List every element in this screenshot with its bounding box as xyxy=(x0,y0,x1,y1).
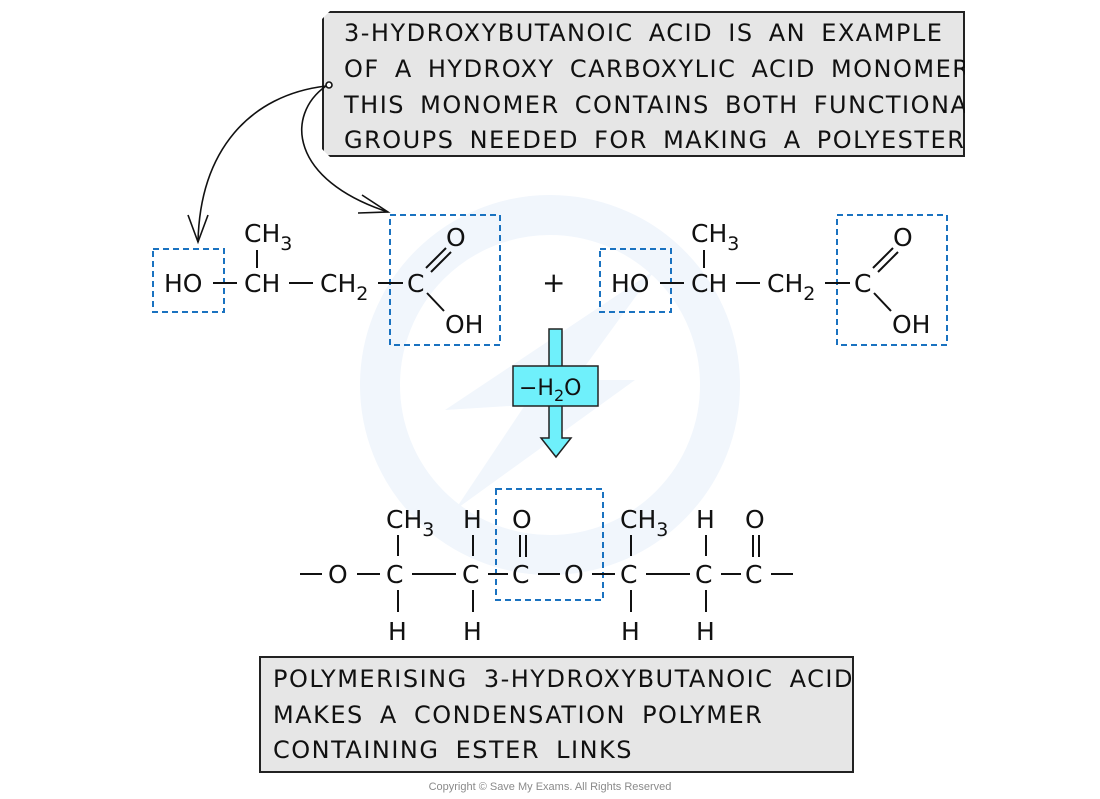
hydrogen: H xyxy=(696,505,715,534)
polymer-carbon: C xyxy=(386,560,403,589)
plus-sign: + xyxy=(542,266,565,299)
carbonyl-oxygen: O xyxy=(446,223,466,252)
hydroxyl-highlight-box xyxy=(152,248,225,313)
hydroxyl-highlight-box xyxy=(599,248,672,313)
water-loss-label-box xyxy=(512,365,599,407)
ester-link-highlight-box xyxy=(495,488,604,601)
ch3-group: CH3 xyxy=(691,219,739,255)
polymer-oxygen: O xyxy=(328,560,348,589)
ch2-group: CH2 xyxy=(767,269,815,305)
carboxyl-carbon: C xyxy=(854,269,871,298)
arrow-down-icon xyxy=(539,404,573,459)
methyl-group: CH3 xyxy=(386,505,434,541)
copyright-text: Copyright © Save My Exams. All Rights Re… xyxy=(428,781,672,793)
monomer-left: HO CH CH3 CH2 C O OH xyxy=(152,214,501,346)
callout-line-4: GROUPS NEEDED FOR MAKING A POLYESTER xyxy=(344,126,966,154)
callout-arrows xyxy=(187,81,391,245)
arrow-to-hydroxyl xyxy=(197,85,327,243)
polymer-chain: O C CH3 H C H H C O O C CH3 H C H H xyxy=(300,488,793,646)
callout-box: 3-HYDROXYBUTANOIC ACID IS AN EXAMPLE OF … xyxy=(322,11,965,157)
callout-line-1: 3-HYDROXYBUTANOIC ACID IS AN EXAMPLE xyxy=(344,19,944,47)
ester-carbon: C xyxy=(512,560,529,589)
ch2-group: CH2 xyxy=(320,269,368,305)
hydroxyl-group: HO xyxy=(611,269,649,298)
carbonyl-oxygen: O xyxy=(893,223,913,252)
ch-group: CH xyxy=(691,269,727,298)
polymer-carbon: C xyxy=(462,560,479,589)
hydrogen: H xyxy=(621,617,640,646)
hydroxyl-group: HO xyxy=(164,269,202,298)
callout-line-3: THIS MONOMER CONTAINS BOTH FUNCTIONAL xyxy=(344,91,984,119)
callout-line-2: OF A HYDROXY CARBOXYLIC ACID MONOMER. xyxy=(344,55,979,83)
acid-oh: OH xyxy=(892,310,930,339)
polymer-carbonyl-oxygen: O xyxy=(745,505,765,534)
ester-oxygen: O xyxy=(564,560,584,589)
callout-anchor-dot xyxy=(325,81,333,89)
carboxyl-highlight-box xyxy=(389,214,501,346)
arrow-to-carboxyl xyxy=(301,85,389,213)
summary-note-box: POLYMERISING 3-HYDROXYBUTANOIC ACID MAKE… xyxy=(259,656,854,773)
hydrogen: H xyxy=(463,505,482,534)
monomer-right: HO CH CH3 CH2 C O OH xyxy=(599,214,948,346)
note-line-3: CONTAINING ESTER LINKS xyxy=(273,736,634,764)
hydrogen: H xyxy=(696,617,715,646)
polymer-carbonyl-carbon: C xyxy=(745,560,762,589)
methyl-group: CH3 xyxy=(620,505,668,541)
water-loss-label: −H2O xyxy=(519,376,582,405)
carboxyl-highlight-box xyxy=(836,214,948,346)
ch3-group: CH3 xyxy=(244,219,292,255)
note-line-2: MAKES A CONDENSATION POLYMER xyxy=(273,701,764,729)
reaction-arrow: −H2O xyxy=(512,328,599,459)
acid-oh: OH xyxy=(445,310,483,339)
note-line-1: POLYMERISING 3-HYDROXYBUTANOIC ACID xyxy=(273,665,854,693)
hydrogen: H xyxy=(463,617,482,646)
hydrogen: H xyxy=(388,617,407,646)
polymer-carbon: C xyxy=(620,560,637,589)
ester-carbonyl-oxygen: O xyxy=(512,505,532,534)
ch-group: CH xyxy=(244,269,280,298)
polymer-carbon: C xyxy=(695,560,712,589)
carboxyl-carbon: C xyxy=(407,269,424,298)
